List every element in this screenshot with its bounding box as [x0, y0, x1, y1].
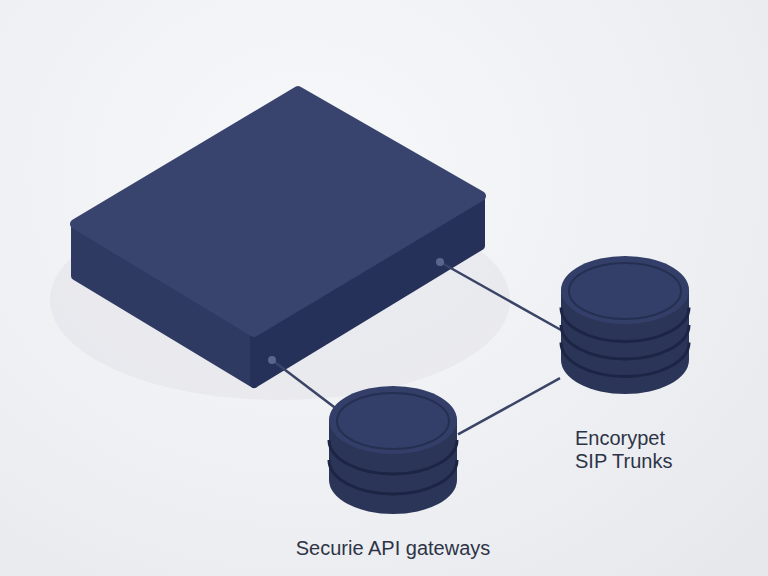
disk-rim [569, 263, 681, 319]
disk-groove [561, 325, 689, 359]
disk-top [561, 256, 689, 324]
connector-line [458, 378, 560, 434]
port-dot [436, 258, 444, 266]
port-dot [268, 356, 276, 364]
disk-stack: Securie API gateways [328, 385, 458, 515]
disk-groove [329, 460, 457, 494]
disk-top [329, 386, 457, 454]
disk-stack: Encorypet SIP Trunks [560, 255, 690, 395]
disk-stack-shape [328, 385, 458, 515]
wire [440, 262, 561, 330]
stack-label: Encorypet SIP Trunks [575, 427, 695, 473]
box-top-face [75, 91, 481, 332]
wire [272, 360, 338, 410]
disk-rim [337, 393, 449, 449]
disk-groove [561, 343, 689, 377]
stack-label: Securie API gateways [296, 537, 491, 560]
disk-stack-shape [560, 255, 690, 395]
